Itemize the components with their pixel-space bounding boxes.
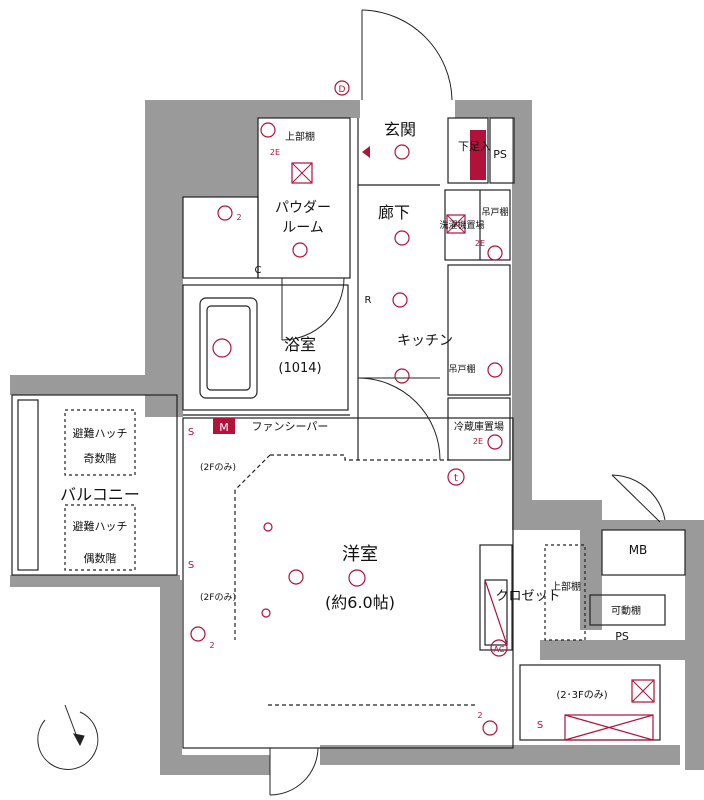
two-label-1: 2 bbox=[236, 213, 241, 222]
bath-label: 浴室 bbox=[284, 335, 316, 354]
entrance-label: 玄関 bbox=[384, 120, 416, 139]
fixtures: D t AC M bbox=[190, 80, 655, 736]
hanging-shelf-label-2: 吊戸棚 bbox=[448, 363, 475, 375]
floors-23-only-label: (2･3Fのみ) bbox=[556, 690, 607, 701]
hatch-label-even: 避難ハッチ bbox=[73, 519, 128, 533]
ps-label: PS bbox=[493, 148, 507, 161]
second-floor-only-label-2: (2Fのみ) bbox=[200, 592, 236, 603]
closet-label: クロゼット bbox=[495, 589, 560, 604]
two-label-2: 2 bbox=[209, 641, 214, 650]
doors bbox=[269, 9, 666, 796]
odd-floor-label: 奇数階 bbox=[84, 451, 117, 465]
door-bell-label: D bbox=[339, 85, 346, 95]
s-label-1: S bbox=[188, 427, 194, 438]
tv-outlet-label: t bbox=[454, 473, 458, 484]
ac-label: AC bbox=[494, 645, 505, 654]
even-floor-label: 偶数階 bbox=[84, 551, 117, 565]
powder-room-label: パウダー bbox=[275, 200, 331, 216]
powder-room-label-2: ルーム bbox=[282, 220, 324, 236]
ps-label-2: PS bbox=[615, 630, 629, 643]
interior-lines bbox=[11, 117, 686, 749]
fridge-label: 冷蔵庫置場 bbox=[454, 420, 504, 433]
r-label: R bbox=[365, 295, 372, 306]
laundry-label: 洗濯機置場 bbox=[439, 219, 484, 231]
hanging-shelf-label: 吊戸棚 bbox=[481, 206, 508, 218]
corridor-label: 廊下 bbox=[378, 203, 410, 222]
hatch-label-odd: 避難ハッチ bbox=[73, 426, 128, 440]
s-label-3: S bbox=[537, 720, 543, 731]
second-floor-only-label: (2Fのみ) bbox=[200, 462, 236, 473]
walls bbox=[10, 100, 704, 775]
labels: 玄関 下足入 PS パウダー ルーム 上部棚 廊下 洗濯機置場 吊戸棚 キッチン… bbox=[60, 120, 647, 731]
kitchen-label: キッチン bbox=[397, 333, 453, 349]
upper-shelf-label-2: 上部棚 bbox=[551, 580, 581, 593]
c-label: C bbox=[255, 265, 262, 276]
s-label-2: S bbox=[188, 560, 194, 571]
western-room-label: 洋室 bbox=[342, 544, 378, 565]
western-room-size-label: (約6.0帖) bbox=[325, 593, 395, 612]
compass-icon bbox=[37, 704, 99, 770]
2e-label-3: 2E bbox=[270, 148, 280, 157]
2e-label-1: 2E bbox=[475, 239, 485, 248]
mb-label: MB bbox=[629, 543, 648, 557]
2e-label-2: 2E bbox=[473, 437, 483, 446]
bath-size-label: (1014) bbox=[278, 361, 321, 376]
movable-shelf-label: 可動棚 bbox=[611, 604, 641, 617]
two-label-3: 2 bbox=[477, 711, 482, 720]
upper-shelf-label: 上部棚 bbox=[285, 130, 315, 143]
fan-label: ファンシーパー bbox=[252, 420, 329, 433]
meter-label: M bbox=[219, 421, 229, 434]
balcony-label: バルコニー bbox=[60, 485, 140, 504]
shoe-storage-label: 下足入 bbox=[458, 140, 491, 153]
